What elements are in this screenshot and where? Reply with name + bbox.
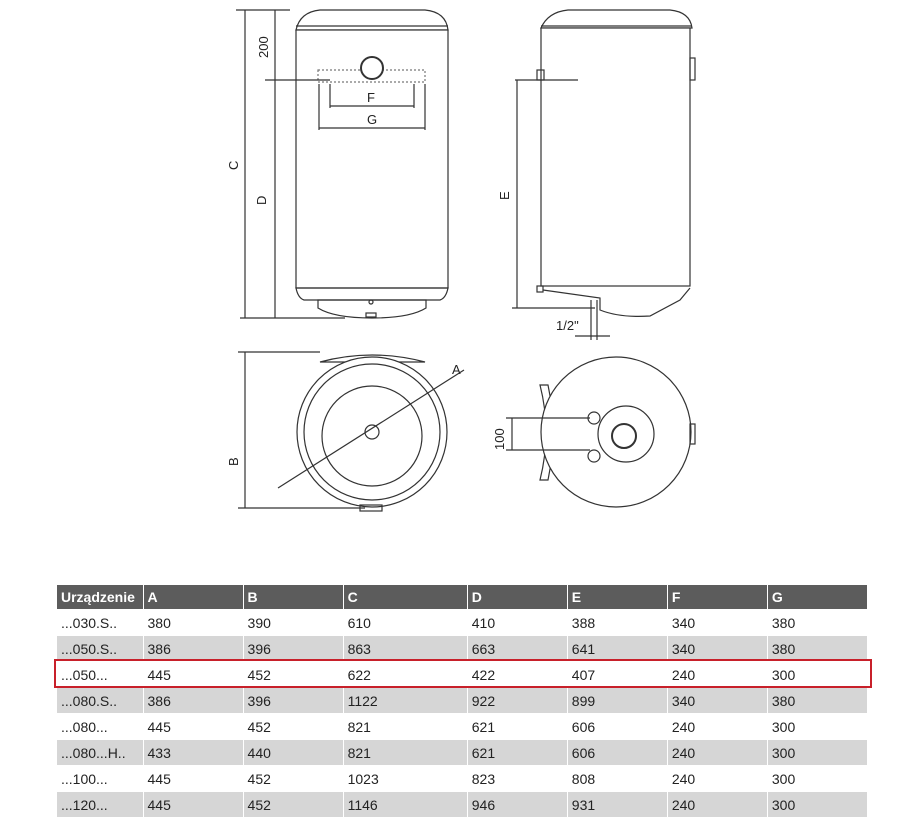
value-cell: 621 — [467, 739, 568, 766]
device-cell: ...120... — [57, 791, 144, 817]
value-cell: 386 — [143, 687, 244, 714]
technical-drawing: 200 C D F G E 1/2" A B — [226, 9, 696, 512]
value-cell: 300 — [767, 661, 869, 688]
value-cell: 863 — [343, 635, 468, 662]
label-D: D — [254, 196, 269, 205]
header-C: C — [343, 585, 468, 610]
bottom-view-side — [506, 356, 696, 508]
value-cell: 433 — [143, 739, 244, 766]
value-cell: 340 — [667, 687, 768, 714]
label-pipe: 1/2" — [556, 318, 579, 333]
value-cell: 380 — [767, 609, 869, 636]
label-200: 200 — [256, 36, 271, 58]
value-cell: 386 — [143, 635, 244, 662]
value-cell: 407 — [567, 661, 668, 688]
value-cell: 641 — [567, 635, 668, 662]
value-cell: 1122 — [343, 687, 468, 714]
value-cell: 610 — [343, 609, 468, 636]
value-cell: 821 — [343, 713, 468, 740]
value-cell: 922 — [467, 687, 568, 714]
value-cell: 240 — [667, 765, 768, 792]
device-cell: ...100... — [57, 765, 144, 792]
label-A: A — [452, 362, 461, 377]
value-cell: 452 — [243, 713, 344, 740]
device-cell: ...080...H.. — [57, 739, 144, 766]
device-cell: ...080.S.. — [57, 687, 144, 714]
front-view — [236, 9, 449, 319]
header-A: A — [143, 585, 244, 610]
value-cell: 410 — [467, 609, 568, 636]
value-cell: 452 — [243, 661, 344, 688]
value-cell: 621 — [467, 713, 568, 740]
value-cell: 946 — [467, 791, 568, 817]
value-cell: 1023 — [343, 765, 468, 792]
value-cell: 380 — [767, 687, 869, 714]
value-cell: 445 — [143, 661, 244, 688]
header-E: E — [567, 585, 668, 610]
value-cell: 931 — [567, 791, 668, 817]
device-cell: ...050.S.. — [57, 635, 144, 662]
header-G: G — [767, 585, 869, 610]
value-cell: 240 — [667, 739, 768, 766]
value-cell: 823 — [467, 765, 568, 792]
value-cell: 300 — [767, 713, 869, 740]
value-cell: 390 — [243, 609, 344, 636]
header-device: Urządzenie — [57, 585, 144, 610]
value-cell: 808 — [567, 765, 668, 792]
value-cell: 396 — [243, 635, 344, 662]
device-cell: ...050... — [57, 661, 144, 688]
value-cell: 396 — [243, 687, 344, 714]
value-cell: 240 — [667, 791, 768, 817]
device-cell: ...080... — [57, 713, 144, 740]
label-100: 100 — [492, 428, 507, 450]
value-cell: 821 — [343, 739, 468, 766]
header-F: F — [667, 585, 768, 610]
value-cell: 300 — [767, 739, 869, 766]
label-C: C — [226, 161, 241, 170]
value-cell: 240 — [667, 713, 768, 740]
value-cell: 445 — [143, 791, 244, 817]
value-cell: 445 — [143, 765, 244, 792]
value-cell: 452 — [243, 765, 344, 792]
label-E: E — [497, 191, 512, 200]
value-cell: 622 — [343, 661, 468, 688]
value-cell: 899 — [567, 687, 668, 714]
header-B: B — [243, 585, 344, 610]
value-cell: 340 — [667, 609, 768, 636]
value-cell: 606 — [567, 713, 668, 740]
value-cell: 388 — [567, 609, 668, 636]
header-D: D — [467, 585, 568, 610]
label-G: G — [367, 112, 377, 127]
value-cell: 1146 — [343, 791, 468, 817]
value-cell: 380 — [767, 635, 869, 662]
value-cell: 663 — [467, 635, 568, 662]
bottom-view-front — [238, 351, 465, 512]
label-F: F — [367, 90, 375, 105]
value-cell: 452 — [243, 791, 344, 817]
value-cell: 240 — [667, 661, 768, 688]
value-cell: 422 — [467, 661, 568, 688]
value-cell: 340 — [667, 635, 768, 662]
value-cell: 300 — [767, 765, 869, 792]
table-header-row: Urządzenie A B C D E F G — [57, 585, 869, 610]
value-cell: 440 — [243, 739, 344, 766]
side-view — [512, 9, 696, 340]
value-cell: 445 — [143, 713, 244, 740]
value-cell: 380 — [143, 609, 244, 636]
value-cell: 300 — [767, 791, 869, 817]
label-B: B — [226, 457, 241, 466]
device-cell: ...030.S.. — [57, 609, 144, 636]
value-cell: 606 — [567, 739, 668, 766]
